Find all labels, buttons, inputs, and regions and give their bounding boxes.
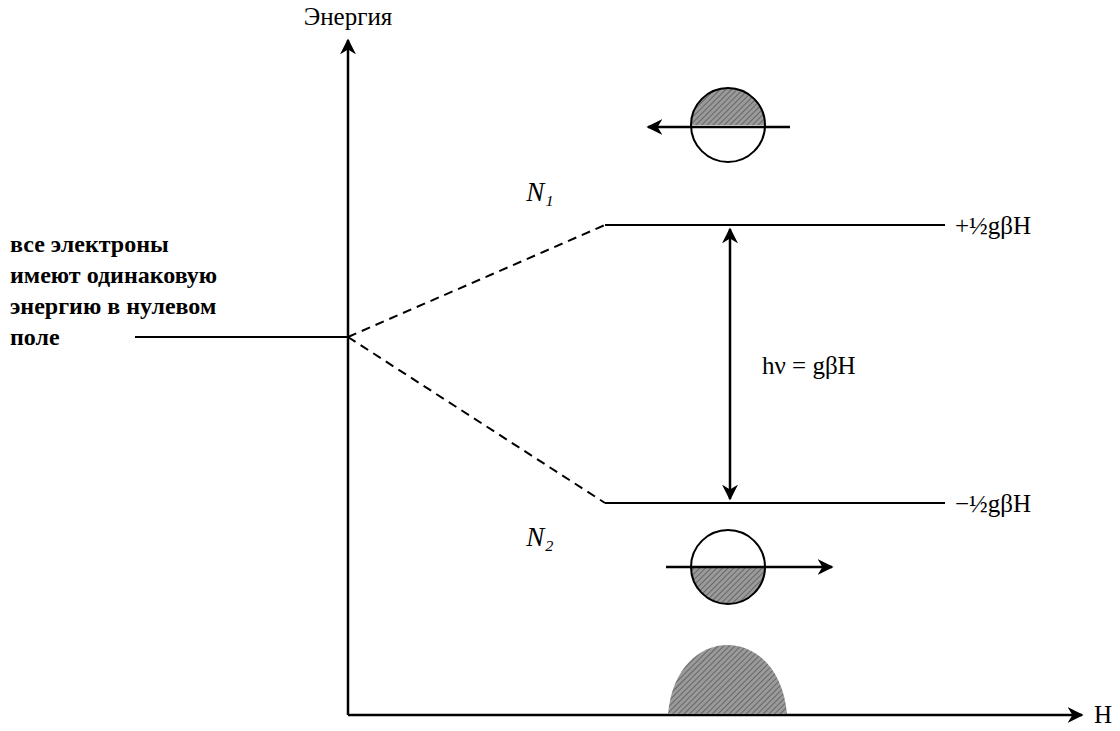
upper-level bbox=[605, 224, 945, 226]
lower-level bbox=[605, 502, 945, 504]
level-population: N₂ bbox=[526, 522, 553, 553]
split-dashed-line bbox=[348, 225, 605, 337]
electron-circle bbox=[691, 88, 765, 162]
transition-arrow bbox=[729, 229, 732, 499]
spin-shading bbox=[691, 88, 765, 125]
spin-shading bbox=[691, 567, 765, 604]
level-energy: −½gβH bbox=[955, 488, 1031, 519]
field-axis bbox=[348, 714, 1082, 717]
level-population: N₁ bbox=[526, 177, 553, 208]
axis-label: Энергия bbox=[304, 1, 393, 32]
resonance-condition: hν = gβH bbox=[762, 350, 856, 381]
split-dashed-line bbox=[348, 337, 605, 503]
note-text: все электроны имеют одинаковую энергию в… bbox=[10, 229, 244, 353]
absorption-peak bbox=[668, 645, 787, 714]
level-energy: +½gβH bbox=[955, 210, 1031, 241]
axis-label: H bbox=[1094, 699, 1112, 730]
zero-field-level bbox=[135, 336, 348, 338]
energy-axis bbox=[347, 40, 350, 715]
spin-arrow bbox=[648, 126, 790, 129]
spin-arrow bbox=[666, 566, 832, 569]
